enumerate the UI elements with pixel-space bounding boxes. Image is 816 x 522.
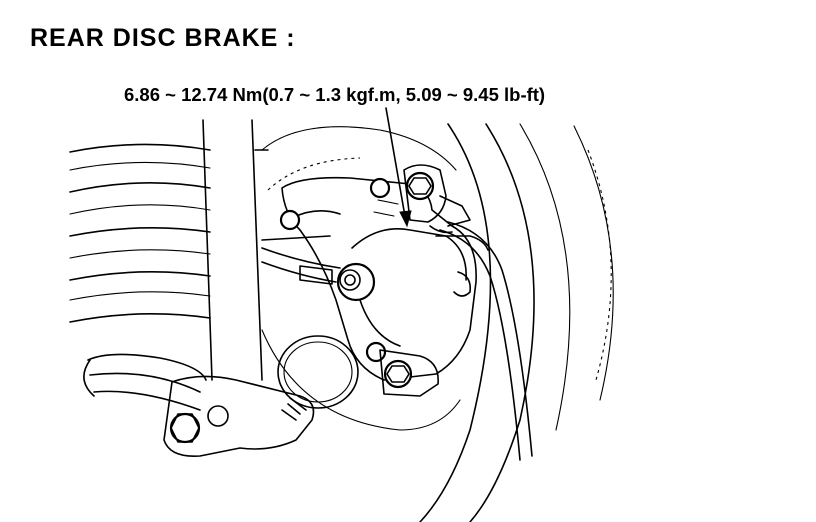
caliper-bolt-left bbox=[279, 209, 301, 231]
bleeder-screw bbox=[336, 262, 376, 302]
caliper-window bbox=[277, 335, 359, 409]
caliper-bolt-top bbox=[369, 177, 391, 199]
torque-callout-arrow bbox=[385, 107, 412, 228]
upper-mount-bracket bbox=[403, 164, 489, 251]
lower-mount-bolt bbox=[379, 349, 439, 397]
parking-brake-cable bbox=[439, 221, 533, 461]
coil-spring bbox=[69, 143, 211, 323]
brake-hose bbox=[261, 235, 341, 285]
torque-spec-label: 6.86 ~ 12.74 Nm(0.7 ~ 1.3 kgf.m, 5.09 ~ … bbox=[124, 84, 546, 105]
wheel-rim bbox=[419, 123, 614, 522]
brake-disc bbox=[261, 126, 461, 431]
upper-mount-bolt bbox=[405, 171, 435, 201]
diagram-heading: REAR DISC BRAKE : bbox=[30, 24, 296, 52]
caliper-window-inner bbox=[283, 341, 353, 403]
strut-bracket bbox=[163, 375, 315, 457]
strut-tube bbox=[202, 119, 269, 381]
caliper-bolt-lower bbox=[365, 341, 387, 363]
spring-seat bbox=[83, 353, 207, 411]
